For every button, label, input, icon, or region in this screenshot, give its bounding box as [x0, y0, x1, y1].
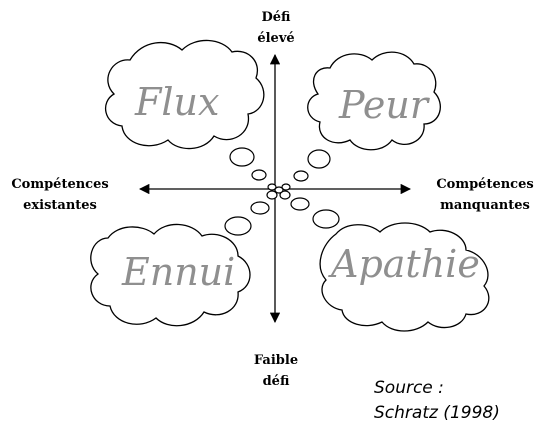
bubble-center	[274, 186, 284, 194]
axis-label-bottom: Faible défi	[246, 350, 306, 392]
axis-label-bottom-line2: défi	[262, 374, 290, 389]
bubble-br-3	[279, 190, 291, 200]
axis-label-left-line2: existantes	[23, 198, 97, 213]
bubble-tr-1	[307, 149, 331, 169]
cloud-bottom-right	[319, 222, 490, 332]
quadrant-label-ennui: Ennui	[121, 250, 235, 294]
bubble-tl-3	[267, 183, 277, 191]
axis-label-right: Compétences manquantes	[428, 174, 542, 216]
axis-label-left: Compétences existantes	[4, 174, 116, 216]
axis-label-right-line2: manquantes	[440, 198, 530, 213]
axis-label-right-line1: Compétences	[436, 177, 534, 192]
cloud-top-left	[104, 39, 265, 150]
bubble-tr-3	[281, 183, 291, 191]
quadrant-label-peur: Peur	[338, 83, 431, 127]
bubble-tl-2	[251, 169, 267, 181]
bubble-bl-2	[250, 201, 270, 215]
source-line2: Schratz (1998)	[374, 403, 500, 423]
axis-label-top-line1: Défi	[261, 10, 291, 25]
bubble-br-1	[312, 209, 340, 229]
bubble-tl-1	[229, 147, 255, 167]
source-citation: Source : Schratz (1998)	[374, 376, 500, 426]
cloud-bottom-left	[90, 223, 251, 327]
axis-label-left-line1: Compétences	[11, 177, 109, 192]
bubble-tr-2	[293, 170, 309, 182]
cloud-top-right	[307, 51, 441, 151]
axis-label-top: Défi élevé	[246, 7, 306, 49]
axis-label-bottom-line1: Faible	[253, 353, 299, 368]
source-line1: Source :	[374, 378, 444, 398]
quadrant-label-flux: Flux	[134, 80, 219, 124]
bubble-bl-3	[266, 190, 278, 200]
bubble-br-2	[290, 197, 310, 211]
axis-label-top-line2: élevé	[257, 31, 295, 46]
quadrant-label-apathie: Apathie	[328, 242, 480, 286]
bubble-bl-1	[224, 216, 252, 236]
